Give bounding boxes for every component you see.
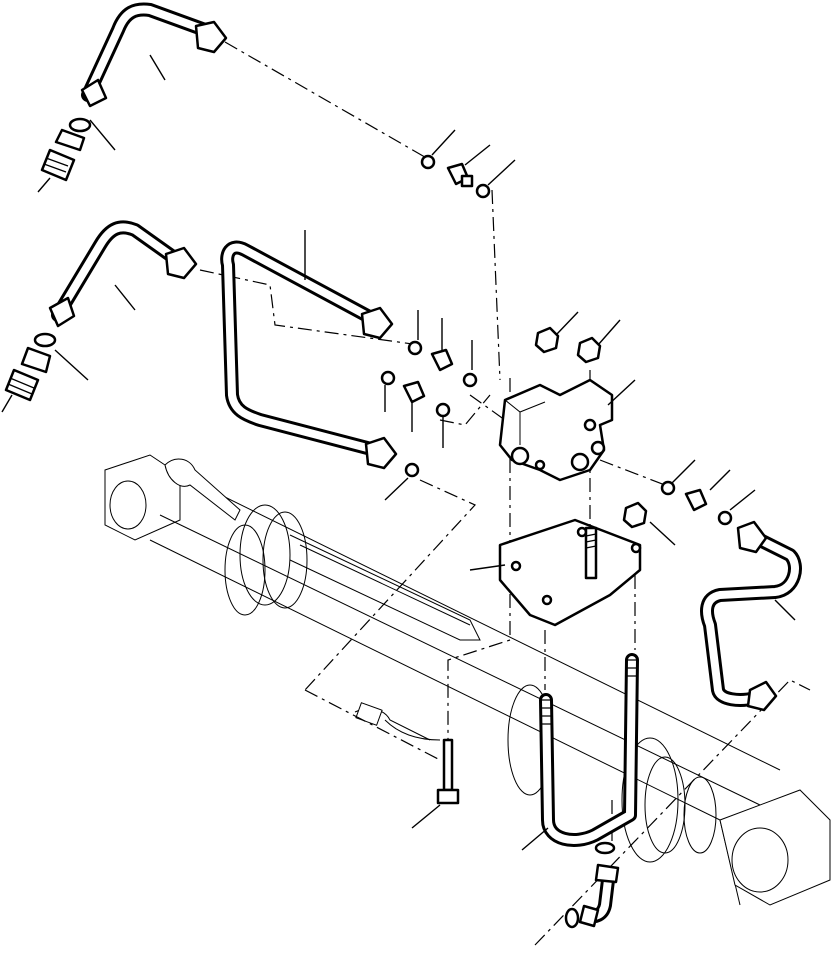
cylinder-body (104, 454, 831, 906)
bolt (436, 738, 460, 805)
small-fittings (380, 154, 733, 526)
u-bolt (539, 653, 639, 847)
tube-right (700, 520, 802, 712)
hose-nut-upper (194, 20, 228, 54)
alignment-lines (199, 41, 811, 946)
hose-middle (4, 220, 198, 402)
elbow-fitting (564, 841, 620, 929)
leader-lines (1, 54, 796, 851)
nuts (534, 326, 648, 529)
valve-block (498, 378, 614, 482)
mounting-plate (498, 518, 642, 627)
hose-upper (40, 2, 228, 182)
stud (584, 526, 598, 580)
u-tube (220, 240, 398, 470)
